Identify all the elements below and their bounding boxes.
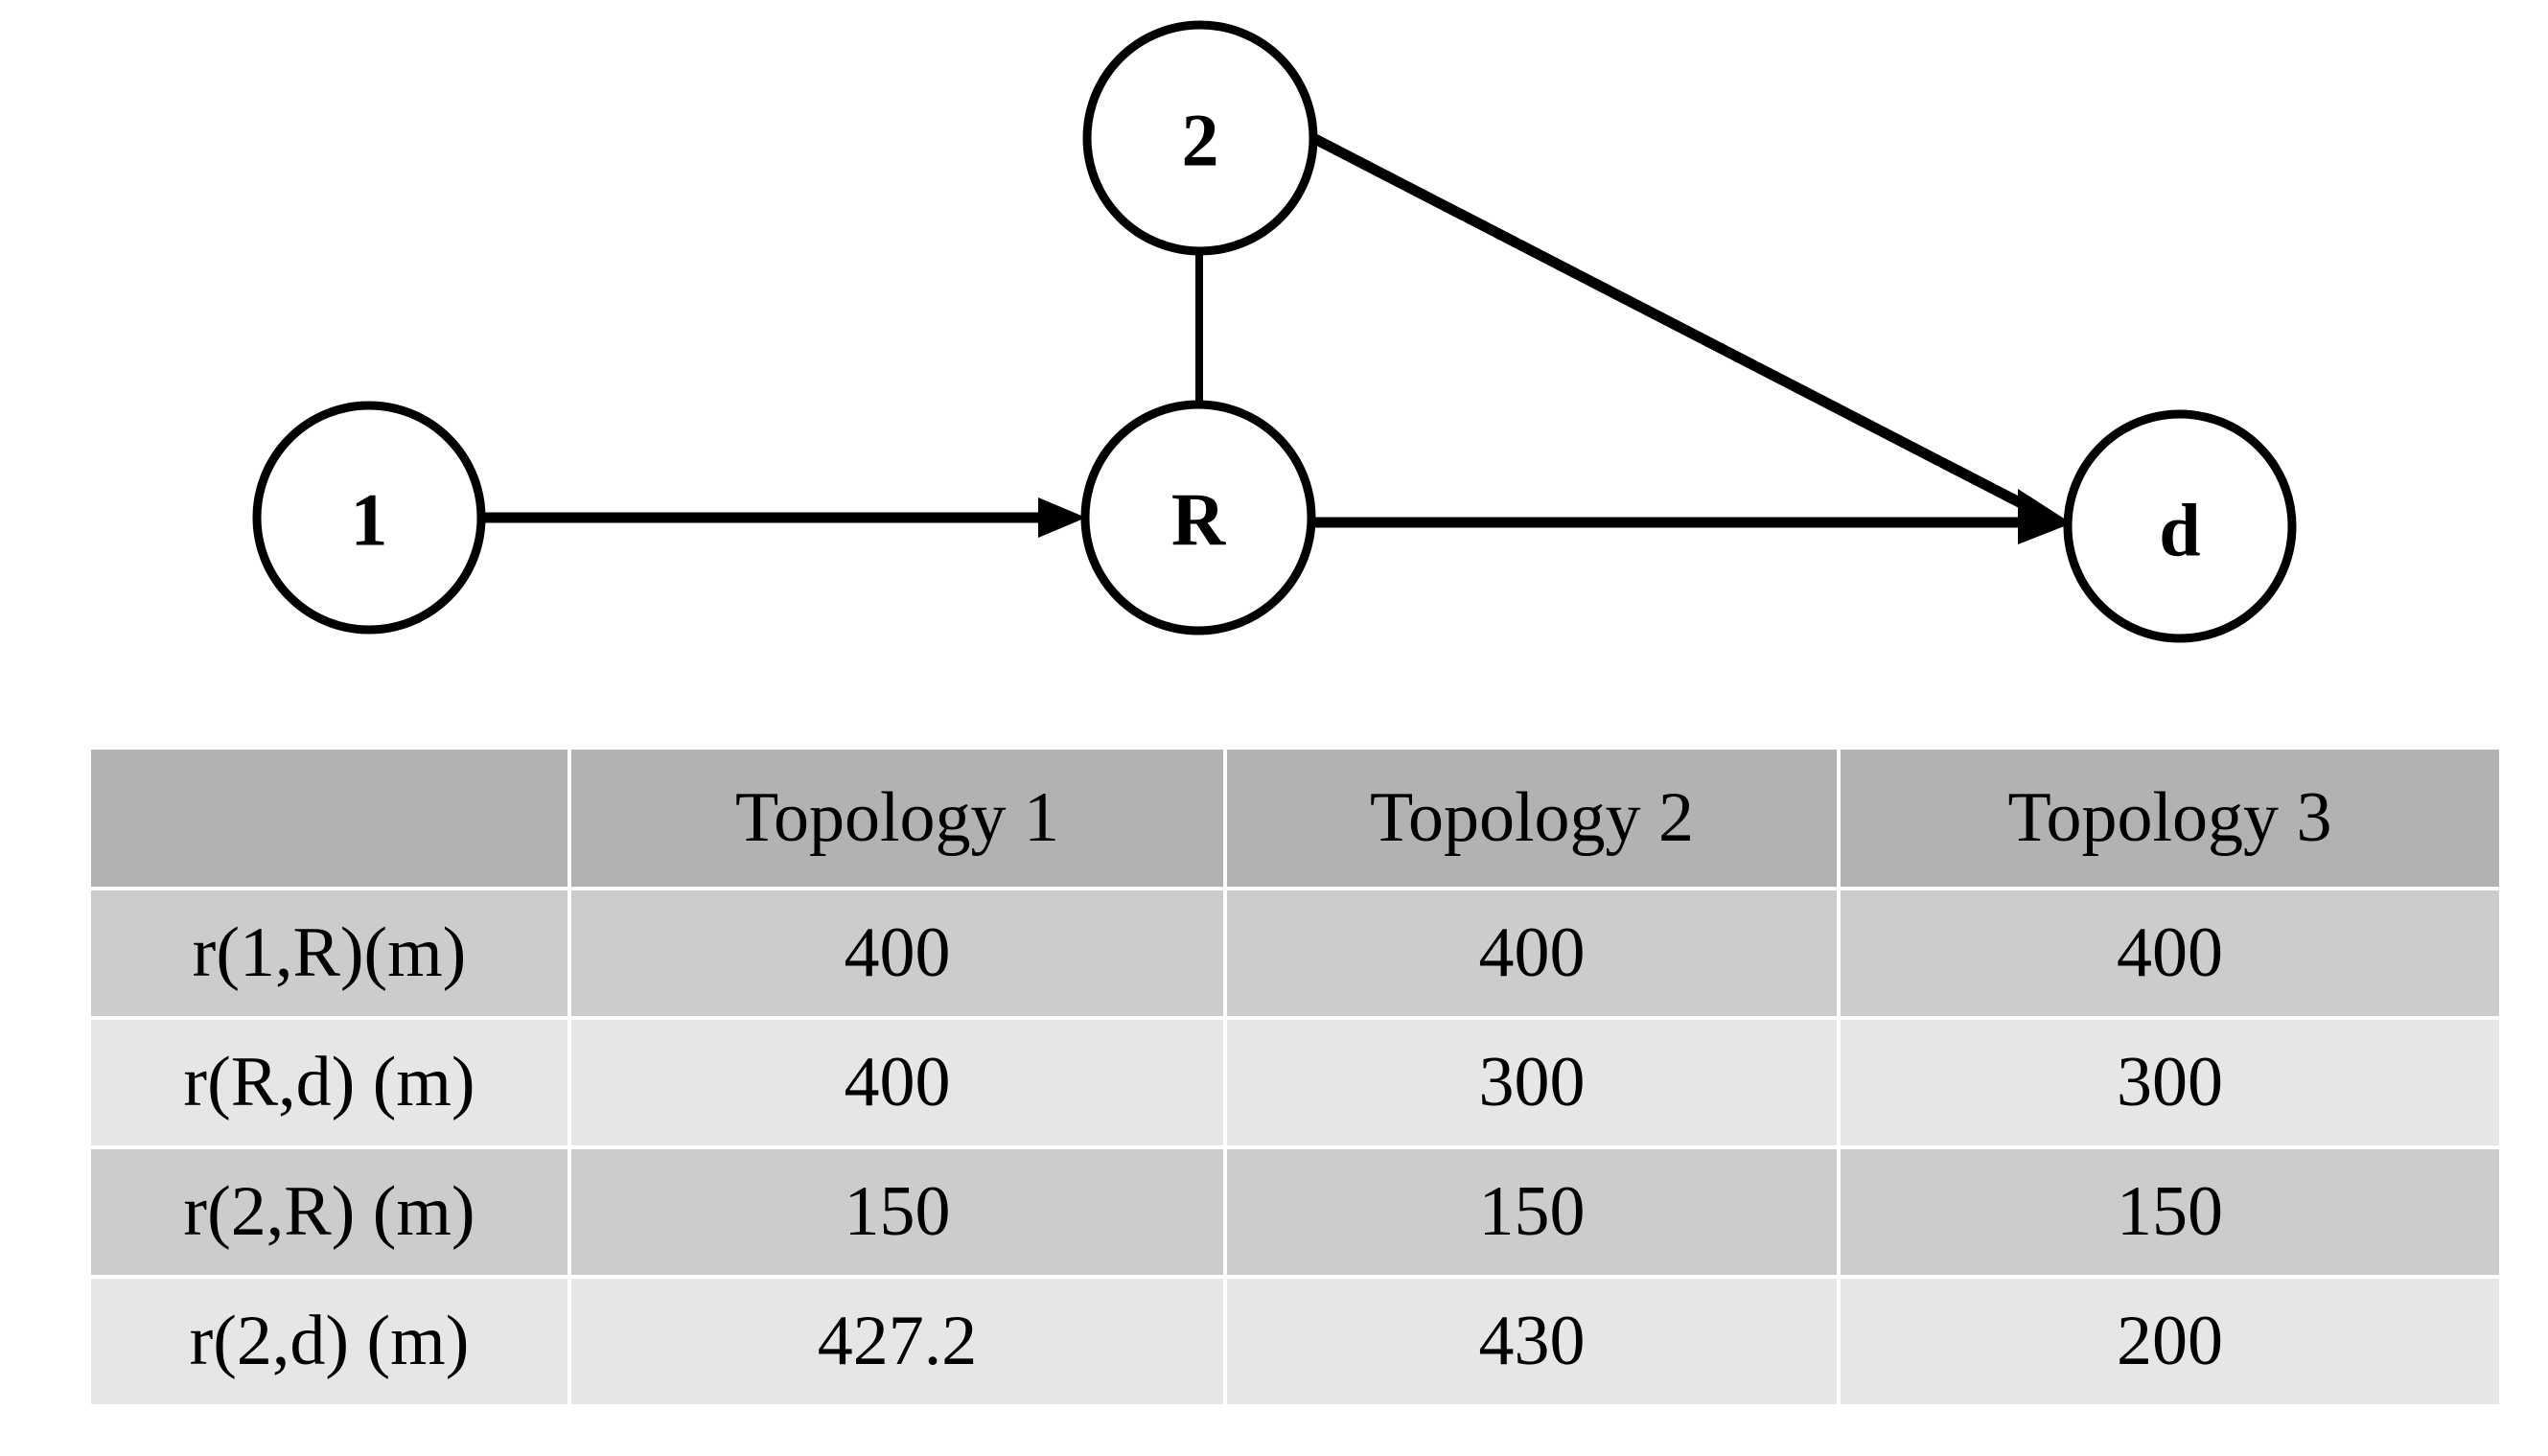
table-row: r(R,d) (m) 400 300 300	[91, 1020, 2499, 1149]
topology-parameters-table: Topology 1 Topology 2 Topology 3 r(1,R)(…	[91, 750, 2499, 1404]
table-header: Topology 1 Topology 2 Topology 3	[91, 750, 2499, 890]
node-source-1[interactable]: 1	[252, 401, 486, 635]
row-label-r1R: r(1,R)(m)	[91, 890, 571, 1020]
edge-2-to-d	[1309, 132, 2072, 544]
node-source-2[interactable]: 2	[1082, 20, 1318, 256]
row-label-rRd: r(R,d) (m)	[91, 1020, 571, 1149]
cell-r2d-topology-2: 430	[1227, 1279, 1841, 1404]
network-topology-diagram: 1 2 R d	[252, 20, 2297, 643]
cell-r1R-topology-2: 400	[1227, 890, 1841, 1020]
cell-r2d-topology-1: 427.2	[571, 1279, 1227, 1404]
node-d-circle[interactable]	[2063, 409, 2297, 643]
column-header-topology-2: Topology 2	[1227, 750, 1841, 890]
cell-r2d-topology-3: 200	[1841, 1279, 2499, 1404]
column-header-blank	[91, 750, 571, 890]
node-1-circle[interactable]	[252, 401, 486, 635]
cell-rRd-topology-1: 400	[571, 1020, 1227, 1149]
cell-rRd-topology-2: 300	[1227, 1020, 1841, 1149]
table-row: r(1,R)(m) 400 400 400	[91, 890, 2499, 1020]
node-d-label: d	[2159, 489, 2200, 572]
arrowhead-at-d	[2018, 489, 2072, 544]
node-relay-R[interactable]: R	[1080, 400, 1316, 636]
cell-r2R-topology-3: 150	[1841, 1149, 2499, 1279]
cell-r2R-topology-2: 150	[1227, 1149, 1841, 1279]
table-row: r(2,d) (m) 427.2 430 200	[91, 1279, 2499, 1404]
cell-r1R-topology-3: 400	[1841, 890, 2499, 1020]
row-label-r2R: r(2,R) (m)	[91, 1149, 571, 1279]
node-2-circle[interactable]	[1082, 20, 1318, 256]
node-1-label: 1	[351, 478, 388, 562]
cell-r1R-topology-1: 400	[571, 890, 1227, 1020]
column-header-topology-3: Topology 3	[1841, 750, 2499, 890]
node-destination-d[interactable]: d	[2063, 409, 2297, 643]
node-R-label: R	[1171, 478, 1227, 562]
edge-2-to-d-line	[1309, 132, 2033, 513]
arrowhead-at-R	[1038, 497, 1086, 538]
node-R-circle[interactable]	[1080, 400, 1316, 636]
row-label-r2d: r(2,d) (m)	[91, 1279, 571, 1404]
node-2-label: 2	[1182, 99, 1219, 182]
cell-rRd-topology-3: 300	[1841, 1020, 2499, 1149]
table-row: r(2,R) (m) 150 150 150	[91, 1149, 2499, 1279]
column-header-topology-1: Topology 1	[571, 750, 1227, 890]
cell-r2R-topology-1: 150	[571, 1149, 1227, 1279]
table-body: r(1,R)(m) 400 400 400 r(R,d) (m) 400 300…	[91, 890, 2499, 1404]
edge-1-to-R	[481, 497, 1086, 538]
table-header-row: Topology 1 Topology 2 Topology 3	[91, 750, 2499, 890]
